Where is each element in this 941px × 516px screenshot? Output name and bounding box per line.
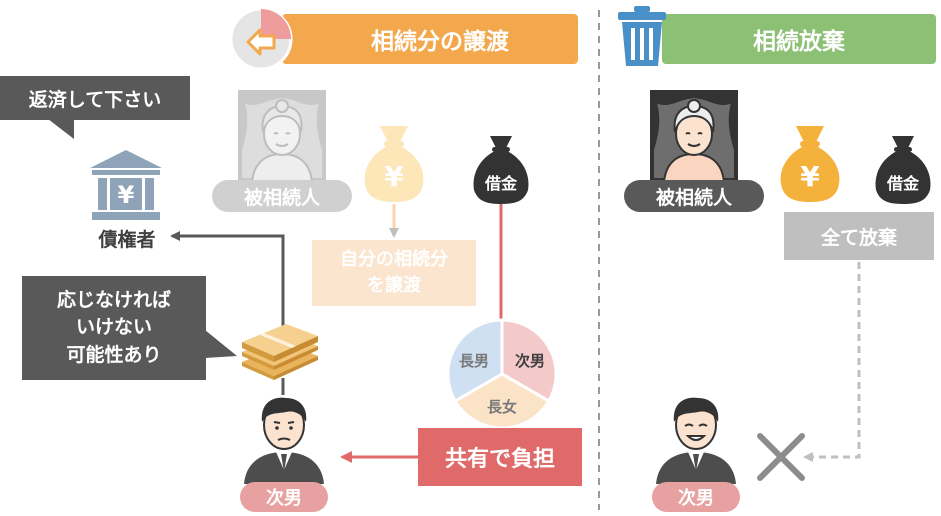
title-transfer: 相続分の譲渡 [371,29,509,55]
deceased-left-text: 被相続人 [243,186,320,209]
deceased-label-left: 被相続人 [212,180,352,212]
person-icon [656,397,736,484]
money-bag-icon: 借金 [473,136,529,204]
speech-obligation-text: 応じなければ いけない 可能性あり [56,288,171,366]
money-bag-icon: ¥ [780,126,840,202]
heir-left-text: 次男 [266,488,302,509]
speech-bubble-tail-right [205,330,237,358]
person-icon [244,397,324,484]
pie-eldest-daughter: 長女 [487,398,517,416]
portrait-icon [238,90,326,182]
money-bag-icon: 借金 [875,136,931,204]
speech-bubble-repay: 返済して下さい [0,76,190,120]
money-bag-icon: ¥ [364,126,424,202]
renounce-all-box: 全て放棄 [784,212,934,260]
heir-right-text: 次男 [678,488,714,509]
gold-bag-yen-sign: ¥ [800,160,820,193]
bank-icon: ¥ [90,150,162,220]
creditor-label: 債権者 [98,229,156,251]
portrait-icon [650,90,738,182]
trash-can-icon [618,6,666,66]
deceased-right-text: 被相続人 [655,186,732,209]
faded-bag-yen-sign: ¥ [384,160,404,193]
transfer-note-box: 自分の相続分 を譲渡 [312,240,476,306]
bank-yen-sign: ¥ [118,181,135,209]
speech-repay-text: 返済して下さい [28,88,162,111]
speech-bubble-tail [48,119,74,139]
heir-share-pie: 長男 次男 長女 [446,318,558,430]
pie-eldest-son: 長男 [459,352,489,370]
shared-burden-text: 共有で負担 [444,447,555,472]
heir-label-right: 次男 [652,482,740,512]
debt-label-left: 借金 [484,174,518,193]
creditor-claim-line [170,231,285,330]
transfer-note-text: 自分の相続分 を譲渡 [340,248,448,296]
title-banner-renounce: 相続放棄 [662,14,936,64]
shared-burden-box: 共有で負担 [418,428,582,486]
exchange-arrow-icon [229,7,293,71]
title-banner-transfer: 相続分の譲渡 [282,14,578,64]
cross-icon [757,433,805,481]
speech-bubble-obligation: 応じなければ いけない 可能性あり [22,276,206,380]
deceased-label-right: 被相続人 [624,180,764,212]
debt-label-right: 借金 [886,174,920,193]
title-renounce: 相続放棄 [753,29,845,55]
pie-second-son: 次男 [515,352,545,370]
renounce-dashed-arrow [803,262,861,462]
renounce-all-text: 全て放棄 [820,226,897,249]
cash-bundle-icon [242,324,318,380]
heir-label-left: 次男 [240,482,328,512]
